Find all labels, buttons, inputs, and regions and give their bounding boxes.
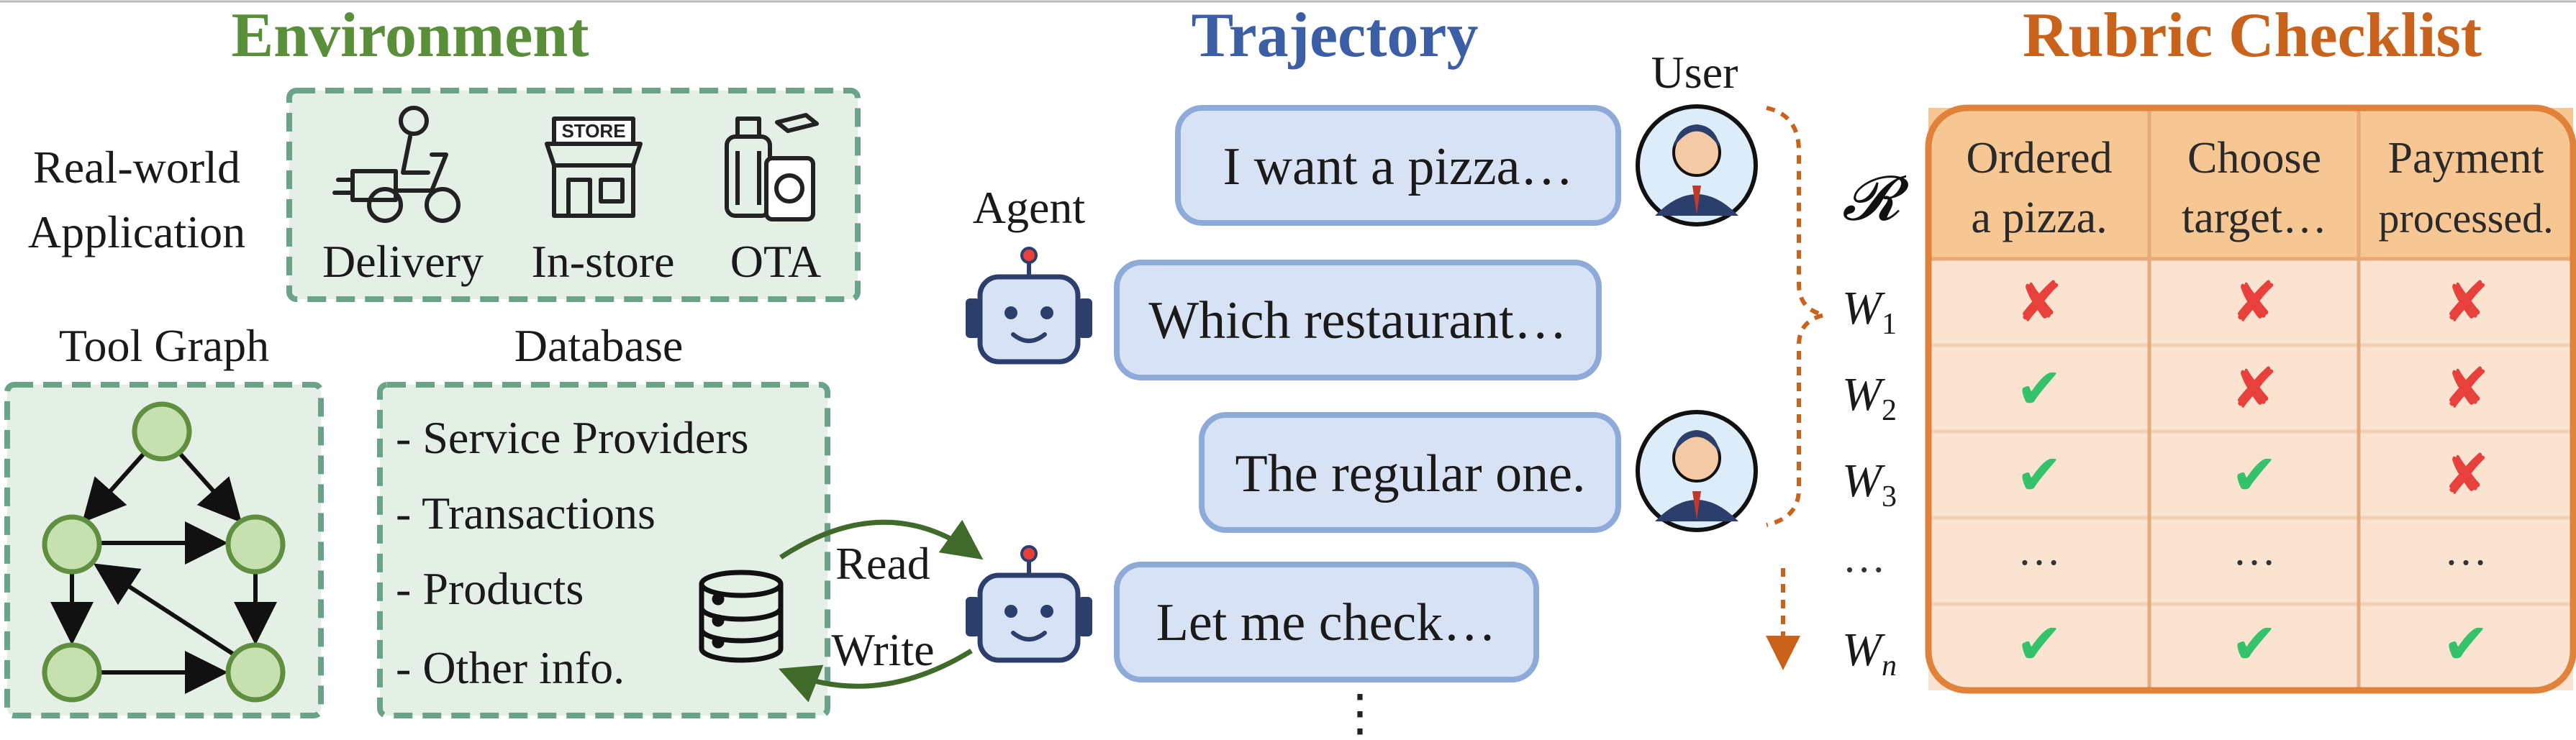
cross-icon: ✘ <box>2442 270 2489 335</box>
write-label: Write <box>831 624 934 675</box>
graph-node <box>42 642 102 703</box>
database-icon <box>699 570 784 663</box>
database-item: - Transactions <box>396 488 656 539</box>
bubble-text: I want a pizza… <box>1223 137 1574 196</box>
write-arrow <box>778 649 973 703</box>
chat-bubble-user <box>1175 105 1621 226</box>
bubble-text: Let me check… <box>1156 593 1497 652</box>
check-icon: ✔ <box>2015 612 2062 677</box>
ellipsis-cell: … <box>2233 526 2276 574</box>
app-instore-label: In-store <box>531 236 674 287</box>
ellipsis-cell: … <box>2444 526 2487 574</box>
row-weight: W2 <box>1842 368 1897 427</box>
check-icon: ✔ <box>2231 443 2277 508</box>
store-sign-text: STORE <box>561 120 625 142</box>
continuation-dots: ⋮ <box>1335 686 1385 740</box>
rubric-column-header: processed. <box>2378 195 2553 242</box>
user-label: User <box>1651 47 1738 98</box>
row-weight: Wn <box>1842 623 1897 682</box>
graph-node <box>225 514 286 575</box>
table-header-bg <box>1928 108 2573 259</box>
check-icon: ✔ <box>2442 612 2489 677</box>
cross-icon: ✘ <box>2015 270 2062 335</box>
rubric-column-header: Choose <box>2187 134 2321 183</box>
cross-icon: ✘ <box>2231 357 2277 421</box>
rubric-column-header: Ordered <box>1966 134 2112 183</box>
database-item: - Other info. <box>396 642 625 693</box>
graph-node <box>42 514 102 575</box>
user-avatar-icon <box>1636 410 1758 532</box>
table-border <box>1925 104 2576 694</box>
chat-bubble-user <box>1199 412 1621 533</box>
row-weight: W3 <box>1842 454 1897 513</box>
rubric-column-header: a pizza. <box>1971 193 2107 242</box>
cross-icon: ✘ <box>2231 270 2277 335</box>
check-icon: ✔ <box>2231 612 2277 677</box>
database-item: - Service Providers <box>396 412 749 463</box>
ellipsis-cell: … <box>2018 526 2061 574</box>
agent-label: Agent <box>973 182 1086 233</box>
check-icon: ✔ <box>2015 443 2062 508</box>
bubble-text: The regular one. <box>1235 444 1586 503</box>
cross-icon: ✘ <box>2442 443 2489 508</box>
app-label-line2: Application <box>28 206 245 257</box>
agent-robot-icon <box>966 247 1092 365</box>
bubble-text: Which restaurant… <box>1148 291 1567 350</box>
user-avatar-icon <box>1636 104 1758 227</box>
check-icon: ✔ <box>2015 357 2062 421</box>
rubric-column-header: target… <box>2182 193 2327 242</box>
read-arrow <box>779 519 984 560</box>
trajectory-title: Trajectory <box>1191 1 1478 70</box>
read-label: Read <box>835 538 930 589</box>
rubric-title: Rubric Checklist <box>2023 1 2482 70</box>
rubric-column-header: Payment <box>2388 134 2544 183</box>
database-title: Database <box>514 320 684 371</box>
database-item: - Products <box>396 563 584 614</box>
agent-robot-icon <box>966 545 1092 663</box>
graph-node <box>225 642 286 703</box>
cross-icon: ✘ <box>2442 357 2489 421</box>
store-icon <box>545 117 643 218</box>
rubric-marks: ✘ ✘ ✘ ✔ ✘ ✘ ✔ ✔ ✘ … … … ✔ ✔ ✔ <box>2015 270 2489 677</box>
application-box <box>286 88 861 302</box>
graph-node <box>132 401 192 462</box>
delivery-scooter-icon <box>332 106 461 223</box>
row-weight: W1 <box>1842 282 1897 341</box>
chat-bubble-agent <box>1114 260 1602 380</box>
tool-graph-title: Tool Graph <box>59 320 269 371</box>
table-body-bg <box>1928 259 2573 690</box>
app-ota-label: OTA <box>730 236 821 287</box>
chat-bubble-agent <box>1114 562 1539 682</box>
app-delivery-label: Delivery <box>322 236 484 287</box>
app-label-line1: Real-world <box>33 142 240 193</box>
tool-graph <box>50 448 277 694</box>
rubric-brace <box>1766 106 1825 527</box>
database-box <box>377 382 830 718</box>
rubric-r-symbol: 𝓡 <box>1842 164 1910 233</box>
travel-luggage-icon <box>725 113 819 221</box>
environment-title: Environment <box>231 1 589 70</box>
row-weight: … <box>1846 534 1884 581</box>
rubric-table <box>1925 104 2576 694</box>
